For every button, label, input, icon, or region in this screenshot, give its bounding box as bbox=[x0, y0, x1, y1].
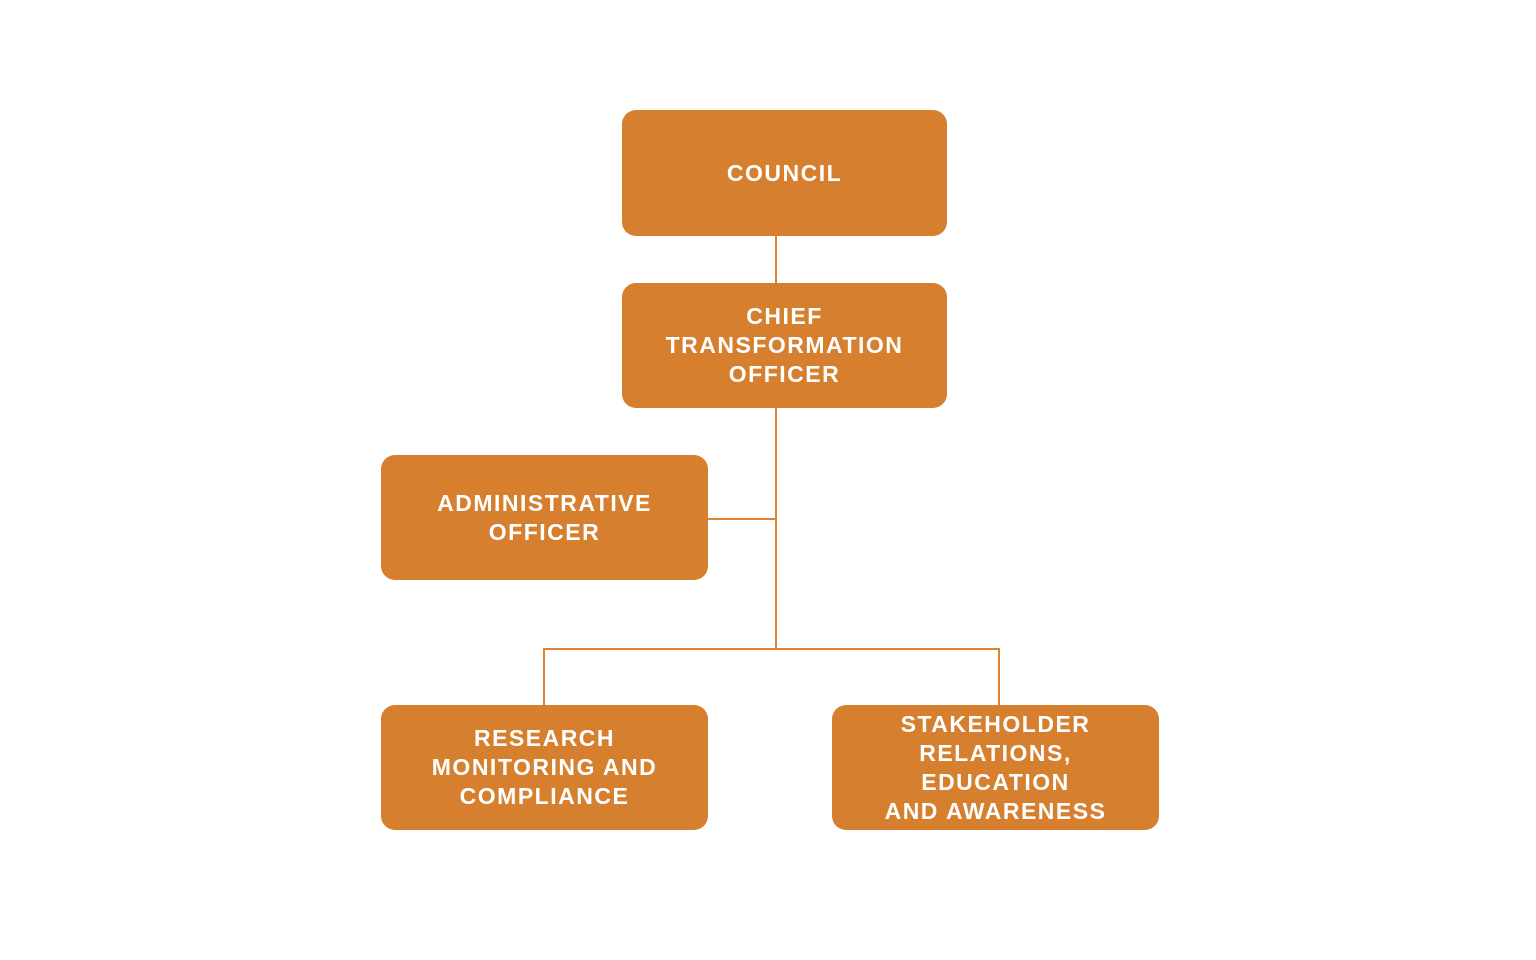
org-node-council: COUNCIL bbox=[622, 110, 947, 236]
org-node-stakeholder-relations-education-awareness: STAKEHOLDER RELATIONS, EDUCATION AND AWA… bbox=[832, 705, 1159, 830]
org-node-research-label: RESEARCH MONITORING AND COMPLIANCE bbox=[431, 725, 658, 809]
org-node-admin-label: ADMINISTRATIVE OFFICER bbox=[437, 489, 652, 545]
org-node-cto-label: CHIEF TRANSFORMATION OFFICER bbox=[665, 303, 904, 387]
org-node-administrative-officer: ADMINISTRATIVE OFFICER bbox=[381, 455, 708, 580]
connector-drop-to-stakeholder bbox=[998, 648, 1000, 705]
connector-council-to-cto bbox=[775, 236, 777, 283]
org-node-chief-transformation-officer: CHIEF TRANSFORMATION OFFICER bbox=[622, 283, 947, 408]
connector-cto-stem bbox=[775, 408, 777, 650]
org-node-stakeholder-label: STAKEHOLDER RELATIONS, EDUCATION AND AWA… bbox=[884, 710, 1107, 824]
connector-drop-to-research bbox=[543, 648, 545, 705]
connector-main-horizontal bbox=[543, 648, 1000, 650]
org-node-research-monitoring-compliance: RESEARCH MONITORING AND COMPLIANCE bbox=[381, 705, 708, 830]
org-node-council-label: COUNCIL bbox=[726, 159, 843, 186]
connector-admin-branch bbox=[708, 518, 775, 520]
